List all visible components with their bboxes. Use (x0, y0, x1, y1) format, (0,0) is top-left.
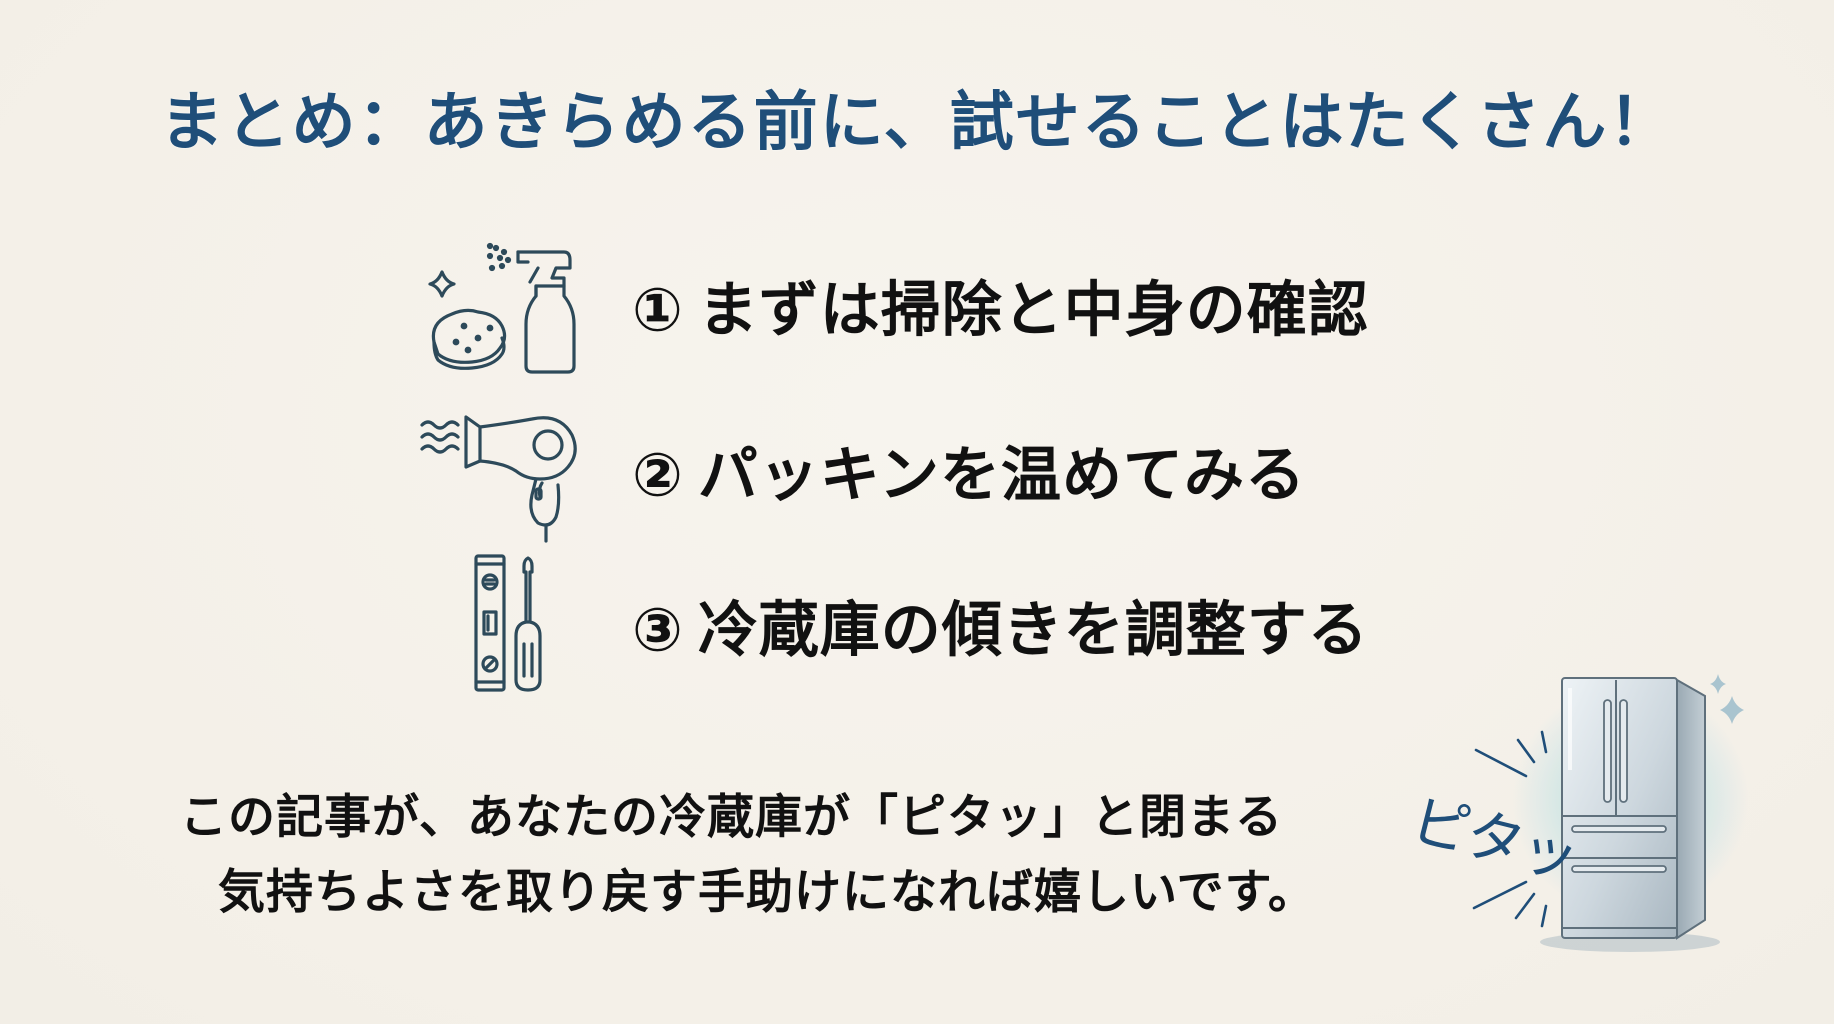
slide-title: まとめ：あきらめる前に、試せることはたくさん！ (159, 86, 1675, 160)
level-and-screwdriver-icon (420, 550, 580, 700)
sponge-and-spray-bottle-icon (420, 230, 580, 380)
item-text: パッキンを温めてみる (697, 440, 1307, 511)
item-text: 冷蔵庫の傾きを調整する (697, 595, 1369, 666)
refrigerator-icon (1472, 674, 1748, 952)
refrigerator-illustration (1400, 660, 1760, 960)
hair-dryer-icon (420, 395, 580, 545)
item-text: まずは掃除と中身の確認 (697, 275, 1369, 346)
closing-line-2: 気持ちよさを取り戻す手助けになれば嬉しいです。 (218, 865, 1316, 920)
closing-line-1: この記事が、あなたの冷蔵庫が「ピタッ」と閉まる (180, 790, 1284, 845)
item-number: ② (632, 440, 684, 511)
closing-message: この記事が、あなたの冷蔵庫が「ピタッ」と閉まる 気持ちよさを取り戻す手助けになれ… (180, 780, 1380, 930)
item-number: ① (632, 275, 684, 346)
item-number: ③ (632, 595, 684, 666)
